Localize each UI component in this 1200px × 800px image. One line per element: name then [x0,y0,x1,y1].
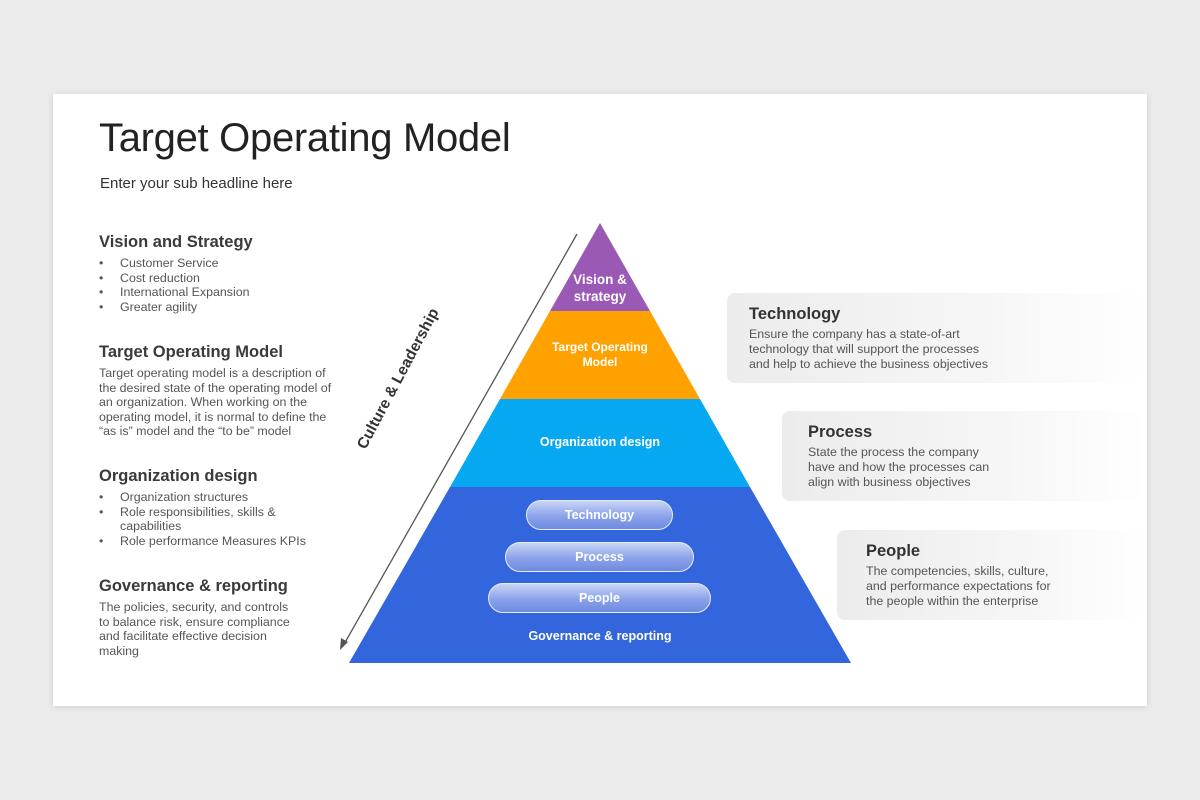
card-process: Process State the process the company ha… [782,411,1147,501]
section-target-operating-model: Target Operating Model Target operating … [99,343,339,439]
pyramid-diagram [340,223,851,663]
list-item: Greater agility [99,300,349,315]
card-title: Technology [749,305,841,323]
pill-people: People [488,583,711,613]
slide: Target Operating Model Enter your sub he… [53,94,1147,706]
list-item: Role performance Measures KPIs [99,534,314,549]
list-item: International Expansion [99,285,349,300]
pyramid-layer-target-operating-model [500,311,700,399]
card-text: The competencies, skills, culture, and p… [866,564,1051,608]
card-title: Process [808,423,873,441]
section-organization-design: Organization design Organization structu… [99,467,314,548]
list-item: Organization structures [99,490,314,505]
section-heading: Vision and Strategy [99,233,253,251]
bullet-list: Customer Service Cost reduction Internat… [99,256,349,314]
card-technology: Technology Ensure the company has a stat… [727,293,1147,383]
section-governance-reporting: Governance & reporting The policies, sec… [99,577,294,658]
section-heading: Organization design [99,467,258,485]
section-vision-strategy: Vision and Strategy Customer Service Cos… [99,233,349,314]
card-title: People [866,542,921,560]
page-title: Target Operating Model [99,116,511,160]
card-people: People The competencies, skills, culture… [837,530,1147,620]
list-item: Role responsibilities, skills & capabili… [99,505,314,534]
page-subtitle: Enter your sub headline here [100,175,293,192]
section-text: Target operating model is a description … [99,366,332,439]
section-heading: Governance & reporting [99,577,288,595]
culture-arrow-head [340,638,348,650]
layer-label-organization-design: Organization design [539,435,661,449]
section-heading: Target Operating Model [99,343,283,361]
culture-arrow-line [342,233,578,647]
pill-technology: Technology [526,500,673,530]
pyramid-layer-organization-design [450,399,750,487]
section-text: The policies, security, and controls to … [99,600,290,658]
pill-process: Process [505,542,694,572]
card-text: State the process the company have and h… [808,445,990,489]
bullet-list: Organization structures Role responsibil… [99,490,314,548]
layer-label-vision: Vision & strategy [573,272,627,304]
layer-label-governance: Governance & reporting [528,629,672,643]
list-item: Cost reduction [99,271,349,286]
card-text: Ensure the company has a state-of-art te… [749,327,989,371]
layer-label-target-operating-model: Target Operating Model [552,340,648,369]
pyramid-layer-vision [550,223,650,311]
pyramid-layer-governance [349,487,851,663]
list-item: Customer Service [99,256,349,271]
